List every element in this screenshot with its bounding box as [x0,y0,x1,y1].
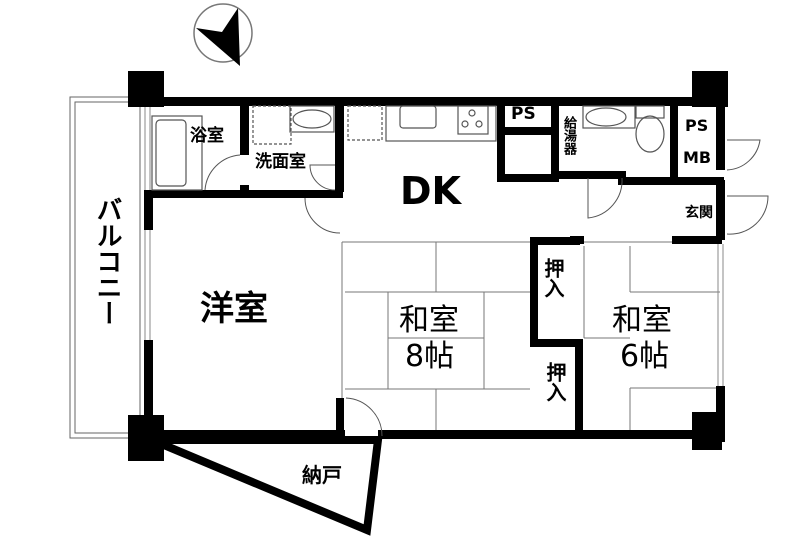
room-label-closet-2: 押入 [543,362,567,402]
room-label-entrance: 玄関 [685,205,713,221]
room-label-balcony: バルコニー [92,196,122,326]
room-label-washroom: 洗面室 [255,152,306,172]
room-size-japanese8: 8帖 [405,339,455,374]
tatami-grid-8 [341,241,530,433]
room-size-japanese6: 6帖 [620,339,670,374]
room-label-japanese8: 和室 [399,303,459,338]
room-label-closet-1: 押入 [541,258,565,298]
north-arrow-icon [193,3,253,66]
room-label-western: 洋室 [200,289,268,329]
room-label-mb: MB [683,148,712,167]
room-label-japanese6: 和室 [612,303,672,338]
storage-wall [150,436,383,536]
room-label-ps: PS [511,104,536,124]
balcony-outline [69,96,141,439]
windows [144,107,724,386]
room-label-dk: DK [400,169,461,213]
fixtures [151,105,665,191]
doors [204,139,769,437]
room-label-ps2: PS [685,116,709,135]
room-label-bath: 浴室 [190,126,224,146]
room-label-water-heater: 給湯器 [561,116,576,155]
room-label-storage: 納戸 [302,463,342,487]
